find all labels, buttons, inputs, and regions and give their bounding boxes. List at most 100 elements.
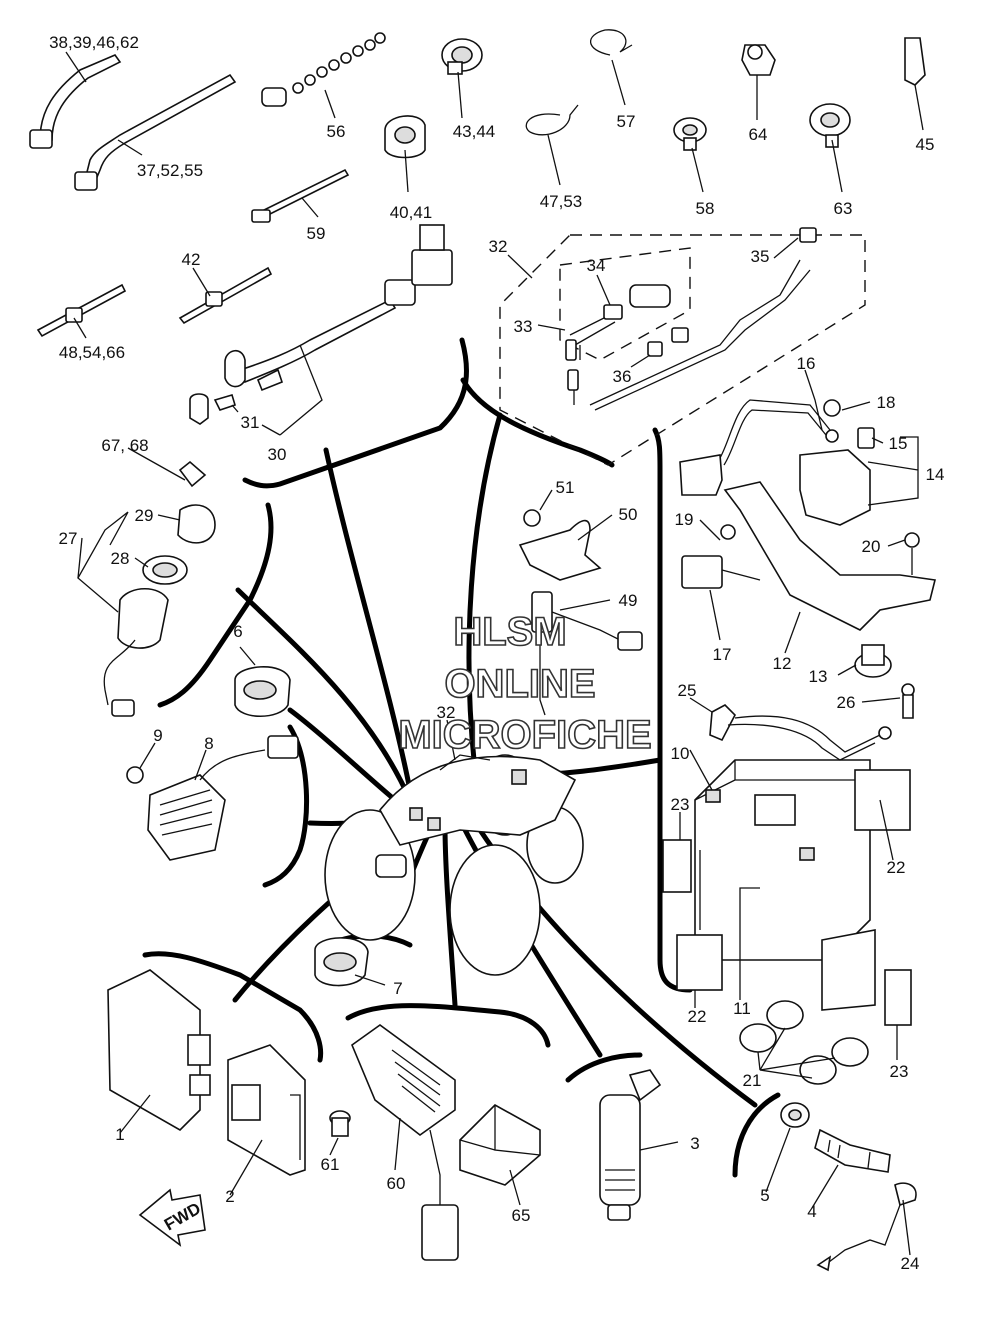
sensor-7 — [314, 937, 369, 987]
callout-label: 67, 68 — [101, 436, 148, 455]
callout-label: 9 — [153, 726, 162, 745]
callout-label: 63 — [834, 199, 853, 218]
callout-label: 42 — [182, 250, 201, 269]
callout-label: 23 — [890, 1062, 909, 1081]
cable-tie-38 — [29, 54, 122, 149]
clip-63 — [809, 103, 851, 148]
sub-harness-32 — [499, 227, 866, 466]
bracket-50 — [518, 509, 602, 581]
starter-relay-group — [679, 399, 936, 678]
callout-labels: 38,39,46,62 37,52,55 56 43,44 40,41 57 4… — [49, 33, 944, 1273]
wire-clip-47 — [525, 104, 579, 136]
callout-label: 35 — [751, 247, 770, 266]
fwd-arrow: FWD — [138, 1188, 206, 1247]
callout-label: 60 — [387, 1174, 406, 1193]
callout-label: 6 — [233, 622, 242, 641]
callout-label: 16 — [797, 354, 816, 373]
callout-label: 40,41 — [390, 203, 433, 222]
callout-label: 58 — [696, 199, 715, 218]
watermark-line-2: ONLINE — [444, 662, 595, 706]
callout-label: 56 — [327, 122, 346, 141]
callout-label: 61 — [321, 1155, 340, 1174]
callout-label: 47,53 — [540, 192, 583, 211]
callout-label: 29 — [135, 506, 154, 525]
ignition-coil-60 — [351, 1024, 459, 1261]
callout-label: 2 — [225, 1187, 234, 1206]
callout-label: 20 — [862, 537, 881, 556]
grommet-40 — [384, 115, 426, 159]
callout-label: 17 — [713, 645, 732, 664]
cable-tie-42 — [178, 266, 273, 325]
callout-label: 31 — [241, 413, 260, 432]
callout-label: 22 — [688, 1007, 707, 1026]
callout-label: 65 — [512, 1206, 531, 1225]
watermark-line-3: MICROFICHE — [398, 713, 651, 757]
callout-label: 38,39,46,62 — [49, 33, 139, 52]
callout-label: 27 — [59, 529, 78, 548]
callout-label: 36 — [613, 367, 632, 386]
cdi-unit-1 — [107, 969, 211, 1131]
sensor-49 — [531, 591, 643, 716]
callout-label: 28 — [111, 549, 130, 568]
ignition-switch-27 — [103, 460, 216, 717]
cable-tie-37 — [74, 73, 237, 191]
callout-label: 15 — [889, 434, 908, 453]
watermark-line-1: HLSM — [453, 610, 566, 654]
callout-label: 51 — [556, 478, 575, 497]
relay-65 — [459, 1104, 541, 1186]
sensor-6 — [234, 666, 291, 717]
clip-45 — [904, 37, 926, 86]
callout-label: 49 — [619, 591, 638, 610]
callout-label: 43,44 — [453, 122, 496, 141]
plug-cap-3 — [599, 1069, 662, 1221]
callout-label: 32 — [437, 703, 456, 722]
callout-label: 48,54,66 — [59, 343, 125, 362]
cable-tie-59 — [251, 168, 350, 223]
cable-tie-48 — [36, 283, 127, 338]
callout-label: 26 — [837, 693, 856, 712]
callout-label: 1 — [115, 1125, 124, 1144]
clamp-43 — [441, 38, 483, 75]
callout-label: 19 — [675, 510, 694, 529]
callout-label: 34 — [587, 256, 606, 275]
clip-64 — [741, 44, 776, 76]
wire-harness-30 — [189, 224, 453, 425]
callout-label: 45 — [916, 135, 935, 154]
callout-label: 3 — [690, 1134, 699, 1153]
callout-label: 30 — [268, 445, 287, 464]
callout-label: 33 — [514, 317, 533, 336]
relay-2 — [227, 1044, 306, 1176]
callout-label: 13 — [809, 667, 828, 686]
callout-label: 59 — [307, 224, 326, 243]
washer-5 — [780, 1102, 810, 1128]
callout-label: 23 — [671, 795, 690, 814]
callout-label: 8 — [204, 734, 213, 753]
callout-label: 5 — [760, 1186, 769, 1205]
atv-illustration — [324, 754, 584, 976]
callout-label: 7 — [393, 979, 402, 998]
callout-label: 57 — [617, 112, 636, 131]
callout-label: 18 — [877, 393, 896, 412]
rectifier-8 — [126, 735, 299, 861]
battery-11 — [662, 683, 915, 1026]
spark-plug-4 — [814, 1128, 917, 1272]
callout-label: 24 — [901, 1254, 920, 1273]
callout-label: 37,52,55 — [137, 161, 203, 180]
watermark: HLSM ONLINE MICROFICHE — [398, 609, 653, 758]
wire-clip-57 — [589, 29, 633, 56]
callout-label: 32 — [489, 237, 508, 256]
callout-label: 21 — [743, 1071, 762, 1090]
callout-label: 11 — [733, 999, 751, 1018]
callout-label: 14 — [926, 465, 945, 484]
callout-label: 10 — [671, 744, 690, 763]
callout-label: 25 — [678, 681, 697, 700]
beaded-tie-56 — [261, 32, 386, 107]
leader-lines — [65, 51, 924, 1256]
callout-label: 22 — [887, 858, 906, 877]
callout-label: 4 — [807, 1202, 816, 1221]
callout-label: 64 — [749, 125, 768, 144]
clip-58 — [673, 117, 707, 151]
screw-61 — [329, 1110, 351, 1137]
callout-label: 50 — [619, 505, 638, 524]
